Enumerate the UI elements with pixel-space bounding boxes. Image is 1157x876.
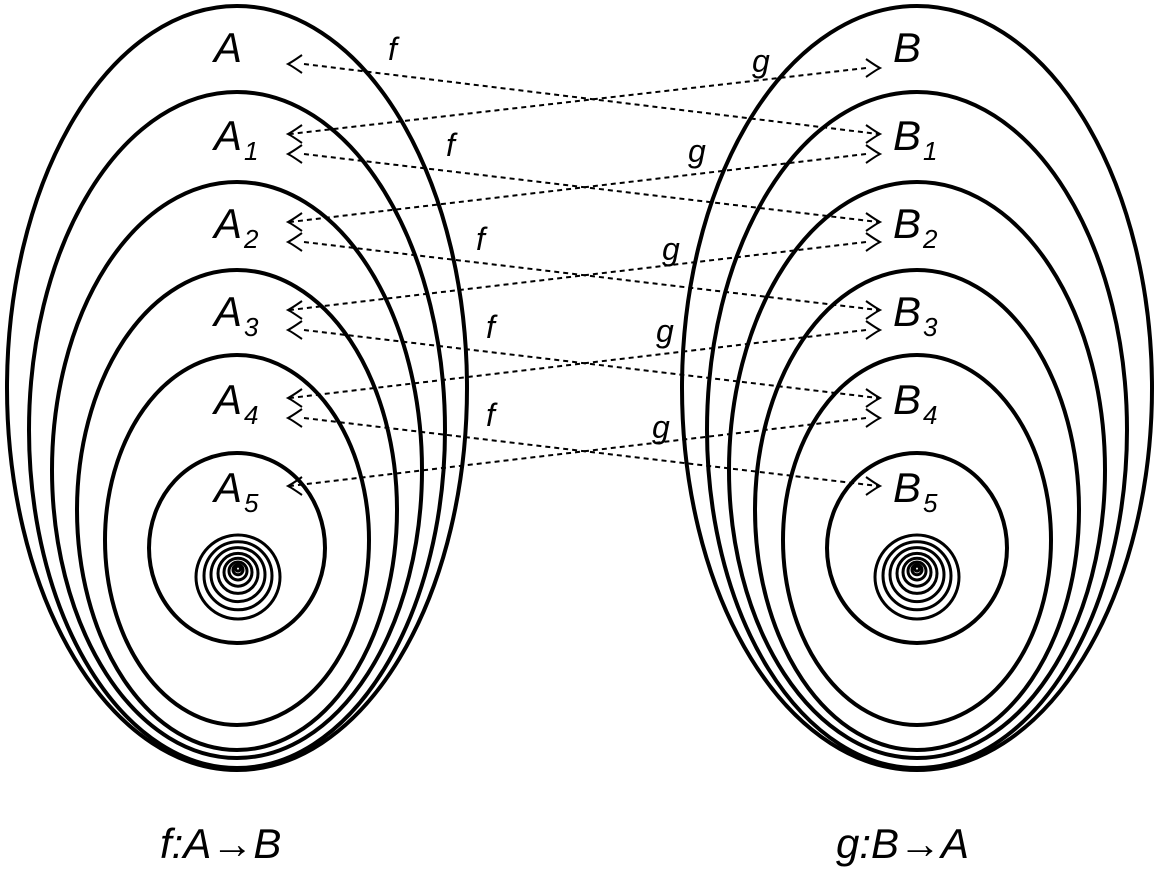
right-core-ring-0 — [873, 533, 961, 621]
g-map-label-0: g — [752, 43, 770, 79]
right-set-ring-3 — [753, 268, 1081, 752]
g-arrow-1 — [289, 153, 867, 223]
f-arrow-0 — [303, 63, 879, 135]
f-arrowhead-0 — [865, 124, 883, 144]
right-set-label-0: B — [893, 24, 921, 71]
right-set-ring-1 — [705, 90, 1129, 770]
left-caption: f:A→B — [160, 820, 281, 867]
f-arrow-3 — [303, 329, 879, 399]
left-set-ring-5 — [147, 451, 327, 645]
right-nested-sets — [680, 4, 1154, 772]
f-tail-mark-3 — [285, 320, 303, 340]
f-map-label-4: f — [486, 397, 498, 433]
left-set-ring-2 — [50, 180, 424, 760]
f-map-label-1: f — [446, 127, 458, 163]
f-tail-mark-0 — [285, 54, 303, 74]
right-set-label-3: B3 — [893, 288, 938, 342]
right-set-label-1: B1 — [893, 112, 937, 166]
left-core-ring-5 — [227, 560, 249, 582]
f-arrowhead-4 — [865, 476, 883, 496]
g-arrowhead-4 — [285, 476, 303, 496]
f-arrowhead-2 — [865, 300, 883, 320]
g-map-label-4: g — [652, 409, 670, 445]
map-labels: f f f f f g g g g g — [388, 31, 770, 445]
g-arrowhead-2 — [285, 300, 303, 320]
f-map-label-3: f — [486, 309, 498, 345]
left-core-ring-1 — [202, 540, 274, 612]
mapping-arrows — [285, 54, 883, 496]
f-arrowhead-1 — [865, 212, 883, 232]
f-arrow-4 — [303, 417, 879, 487]
left-core-ring-7 — [234, 564, 242, 573]
left-set-label-2: A2 — [211, 200, 259, 254]
left-set-label-3: A3 — [211, 288, 259, 342]
g-tail-mark-3 — [865, 320, 883, 340]
f-arrow-2 — [303, 241, 879, 311]
g-tail-mark-1 — [865, 144, 883, 164]
left-set-ring-1 — [27, 90, 447, 770]
g-tail-mark-2 — [865, 232, 883, 252]
right-set-ring-5 — [825, 451, 1009, 645]
g-map-label-2: g — [662, 231, 680, 267]
f-map-label-0: f — [388, 31, 400, 67]
left-set-label-0: A — [211, 24, 242, 71]
g-arrow-3 — [289, 329, 867, 399]
left-set-ring-3 — [75, 268, 399, 752]
g-map-label-3: g — [656, 313, 674, 349]
g-tail-mark-4 — [865, 408, 883, 428]
right-set-label-4: B4 — [893, 376, 937, 430]
f-tail-mark-4 — [285, 408, 303, 428]
left-set-label-1: A1 — [211, 112, 258, 166]
g-arrowhead-1 — [285, 212, 303, 232]
f-arrowhead-3 — [865, 388, 883, 408]
left-nested-sets — [5, 4, 469, 772]
left-core-ring-3 — [216, 551, 260, 595]
left-set-ring-4 — [103, 353, 371, 727]
f-map-label-2: f — [476, 221, 488, 257]
g-map-label-1: g — [688, 133, 706, 169]
right-core-ring-1 — [881, 540, 953, 612]
right-caption: g:B→A — [836, 820, 969, 867]
left-set-label-4: A4 — [211, 376, 258, 430]
g-arrowhead-0 — [285, 124, 303, 144]
right-set-label-2: B2 — [893, 200, 938, 254]
right-set-label-5: B5 — [893, 464, 938, 518]
left-set-label-5: A5 — [211, 464, 259, 518]
right-core-ring-4 — [901, 556, 933, 588]
f-tail-mark-1 — [285, 144, 303, 164]
g-arrow-2 — [289, 241, 867, 311]
right-core-ring-3 — [895, 551, 939, 595]
right-set-ring-2 — [727, 180, 1107, 760]
f-tail-mark-2 — [285, 232, 303, 252]
g-arrow-0 — [289, 67, 867, 135]
right-set-ring-4 — [781, 353, 1053, 727]
right-core-ring-7 — [913, 564, 921, 573]
g-arrow-4 — [289, 417, 867, 487]
left-core-ring-2 — [209, 546, 267, 604]
right-core-ring-2 — [888, 546, 946, 604]
g-arrowhead-3 — [285, 388, 303, 408]
left-core-ring-4 — [222, 556, 254, 588]
left-core-ring-0 — [194, 533, 282, 621]
f-arrow-1 — [303, 153, 879, 223]
right-core-ring-5 — [906, 560, 928, 582]
g-tail-mark-0 — [865, 58, 883, 78]
